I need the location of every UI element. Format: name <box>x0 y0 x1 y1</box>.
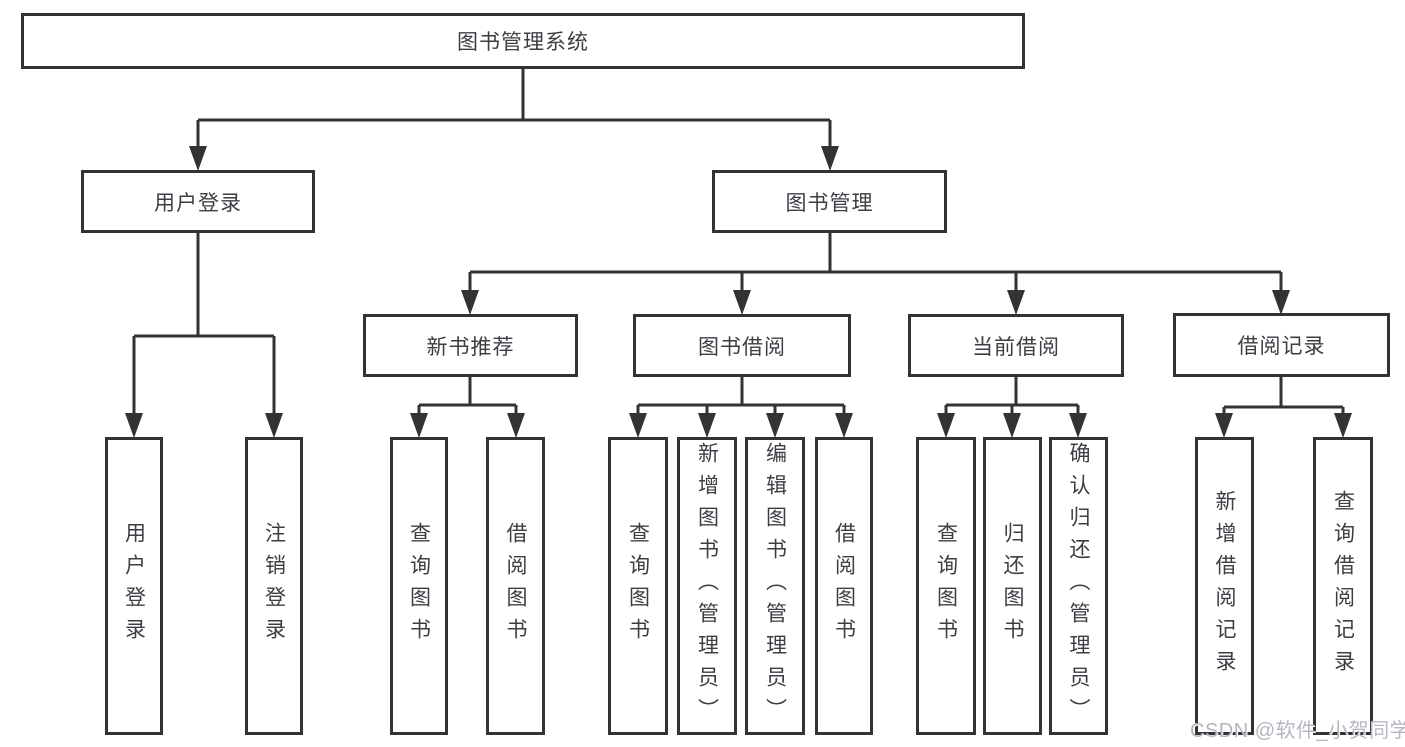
leaf-query-books-recommend-label: 查询图书 <box>407 522 431 650</box>
leaf-query-books-current: 查询图书 <box>916 437 976 735</box>
leaf-return-books: 归还图书 <box>983 437 1042 735</box>
leaf-borrow-books-borrowing: 借阅图书 <box>815 437 873 735</box>
leaf-add-books-admin: 新增图书（管理员） <box>677 437 737 735</box>
node-user-login: 用户登录 <box>81 170 315 233</box>
leaf-query-books-recommend: 查询图书 <box>390 437 448 735</box>
csdn-watermark: CSDN @软件_小贺同学 <box>1190 720 1405 742</box>
leaf-query-books-borrowing: 查询图书 <box>608 437 668 735</box>
node-current-borrowing: 当前借阅 <box>908 314 1124 377</box>
leaf-borrow-books-recommend-label: 借阅图书 <box>504 522 527 650</box>
node-new-book-recommendation: 新书推荐 <box>363 314 578 377</box>
leaf-confirm-return-admin-label: 确认归还（管理员） <box>1067 442 1090 730</box>
leaf-edit-books-admin: 编辑图书（管理员） <box>745 437 805 735</box>
leaf-borrow-books-borrowing-label: 借阅图书 <box>832 522 856 650</box>
arrowheads <box>125 146 1352 438</box>
node-root: 图书管理系统 <box>21 13 1025 69</box>
node-book-borrowing: 图书借阅 <box>633 314 851 377</box>
leaf-add-books-admin-label: 新增图书（管理员） <box>695 442 719 730</box>
leaf-edit-books-admin-label: 编辑图书（管理员） <box>763 442 787 730</box>
leaf-query-borrow-record-label: 查询借阅记录 <box>1331 490 1355 682</box>
leaf-user-login-label: 用户登录 <box>122 522 146 650</box>
leaf-query-borrow-record: 查询借阅记录 <box>1313 437 1373 735</box>
leaf-logout-login-label: 注销登录 <box>262 522 286 650</box>
leaf-logout-login: 注销登录 <box>245 437 303 735</box>
leaf-query-books-current-label: 查询图书 <box>934 522 958 650</box>
leaf-return-books-label: 归还图书 <box>1001 522 1024 650</box>
node-book-management: 图书管理 <box>712 170 947 233</box>
node-borrowing-records: 借阅记录 <box>1173 313 1390 377</box>
leaf-borrow-books-recommend: 借阅图书 <box>486 437 545 735</box>
leaf-query-books-borrowing-label: 查询图书 <box>626 522 650 650</box>
leaf-confirm-return-admin: 确认归还（管理员） <box>1049 437 1108 735</box>
leaf-user-login: 用户登录 <box>105 437 163 735</box>
leaf-add-borrow-record: 新增借阅记录 <box>1195 437 1254 735</box>
leaf-add-borrow-record-label: 新增借阅记录 <box>1213 490 1236 682</box>
